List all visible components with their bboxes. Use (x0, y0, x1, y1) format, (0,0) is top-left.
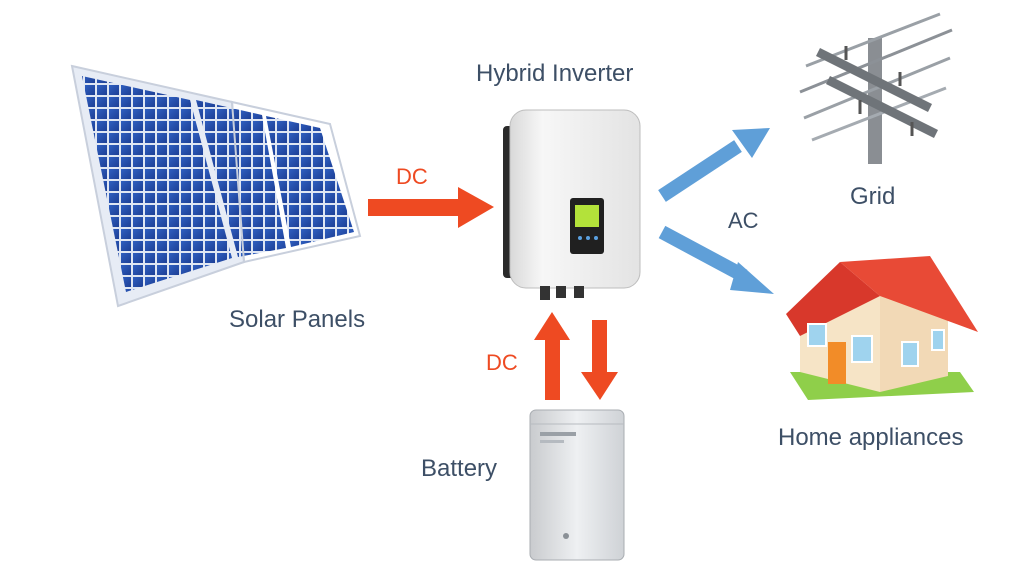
solar-panels-label: Solar Panels (229, 306, 366, 333)
solar-panel-2 (196, 100, 286, 257)
dc-arrow-solar-to-inverter (368, 187, 494, 228)
solar-panel-1 (82, 76, 232, 292)
inverter-label: Hybrid Inverter (476, 60, 634, 87)
battery-image (529, 409, 625, 561)
dc-arrow-battery-to-inverter (534, 312, 570, 400)
hybrid-inverter-image (503, 109, 641, 300)
home-appliances-label: Home appliances (778, 424, 964, 451)
ac-label: AC (728, 208, 759, 233)
ac-arrow-to-grid (658, 128, 770, 202)
dc-label-battery: DC (486, 350, 518, 375)
grid-label: Grid (850, 183, 896, 210)
grid-pole-image (799, 12, 953, 164)
solar-panel-3 (266, 116, 354, 247)
house-image (786, 256, 978, 400)
ac-arrow-to-home (658, 225, 774, 294)
dc-arrow-inverter-to-battery (581, 320, 618, 400)
solar-panels-image (70, 64, 362, 308)
battery-label: Battery (421, 455, 498, 482)
dc-label-solar: DC (396, 164, 428, 189)
